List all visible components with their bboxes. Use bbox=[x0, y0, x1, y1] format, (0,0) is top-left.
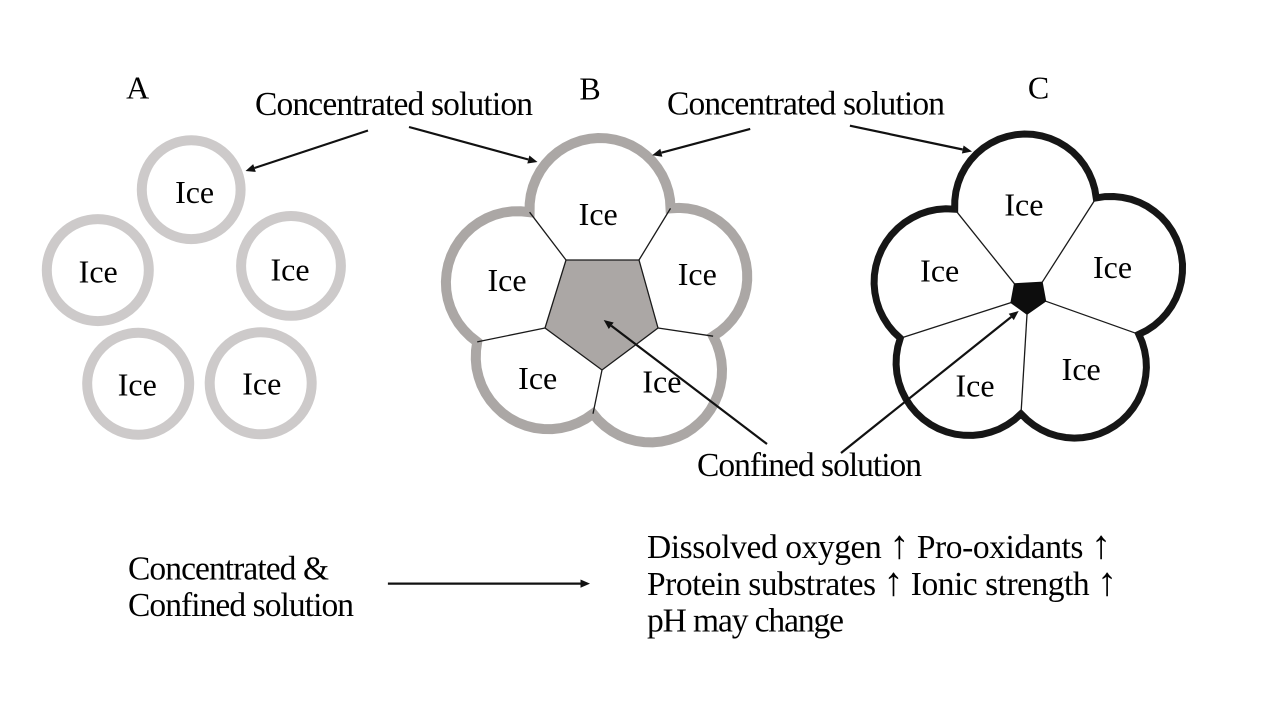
svg-text:Ice: Ice bbox=[920, 253, 959, 289]
svg-text:Ice: Ice bbox=[1004, 187, 1043, 223]
svg-text:Ice: Ice bbox=[487, 262, 526, 298]
svg-text:A: A bbox=[126, 70, 149, 106]
svg-text:pH may change: pH may change bbox=[647, 602, 844, 639]
svg-text:Ice: Ice bbox=[270, 251, 309, 287]
svg-text:Concentrated solution: Concentrated solution bbox=[255, 86, 533, 123]
svg-text:Concentrated solution: Concentrated solution bbox=[667, 86, 945, 123]
svg-text:Concentrated &: Concentrated & bbox=[128, 550, 329, 587]
svg-text:Ice: Ice bbox=[518, 360, 557, 396]
svg-text:Confined solution: Confined solution bbox=[128, 587, 354, 624]
svg-text:Ice: Ice bbox=[579, 196, 618, 232]
svg-text:Ice: Ice bbox=[642, 364, 681, 400]
svg-text:C: C bbox=[1028, 70, 1049, 106]
svg-text:Ice: Ice bbox=[678, 256, 717, 292]
svg-text:Confined solution: Confined solution bbox=[697, 447, 922, 484]
svg-text:Ice: Ice bbox=[242, 366, 281, 402]
svg-text:Ice: Ice bbox=[955, 367, 994, 403]
svg-text:Ice: Ice bbox=[1062, 351, 1101, 387]
svg-text:Protein substrates ↑ Ionic str: Protein substrates ↑ Ionic strength ↑ bbox=[647, 559, 1117, 604]
svg-text:Ice: Ice bbox=[175, 174, 214, 210]
svg-text:Ice: Ice bbox=[118, 367, 157, 403]
svg-text:Ice: Ice bbox=[1093, 249, 1132, 285]
svg-text:B: B bbox=[579, 70, 600, 106]
svg-text:Ice: Ice bbox=[79, 253, 118, 289]
svg-text:Dissolved oxygen ↑ Pro-oxidan: Dissolved oxygen ↑ Pro-oxidants ↑ bbox=[647, 522, 1111, 567]
